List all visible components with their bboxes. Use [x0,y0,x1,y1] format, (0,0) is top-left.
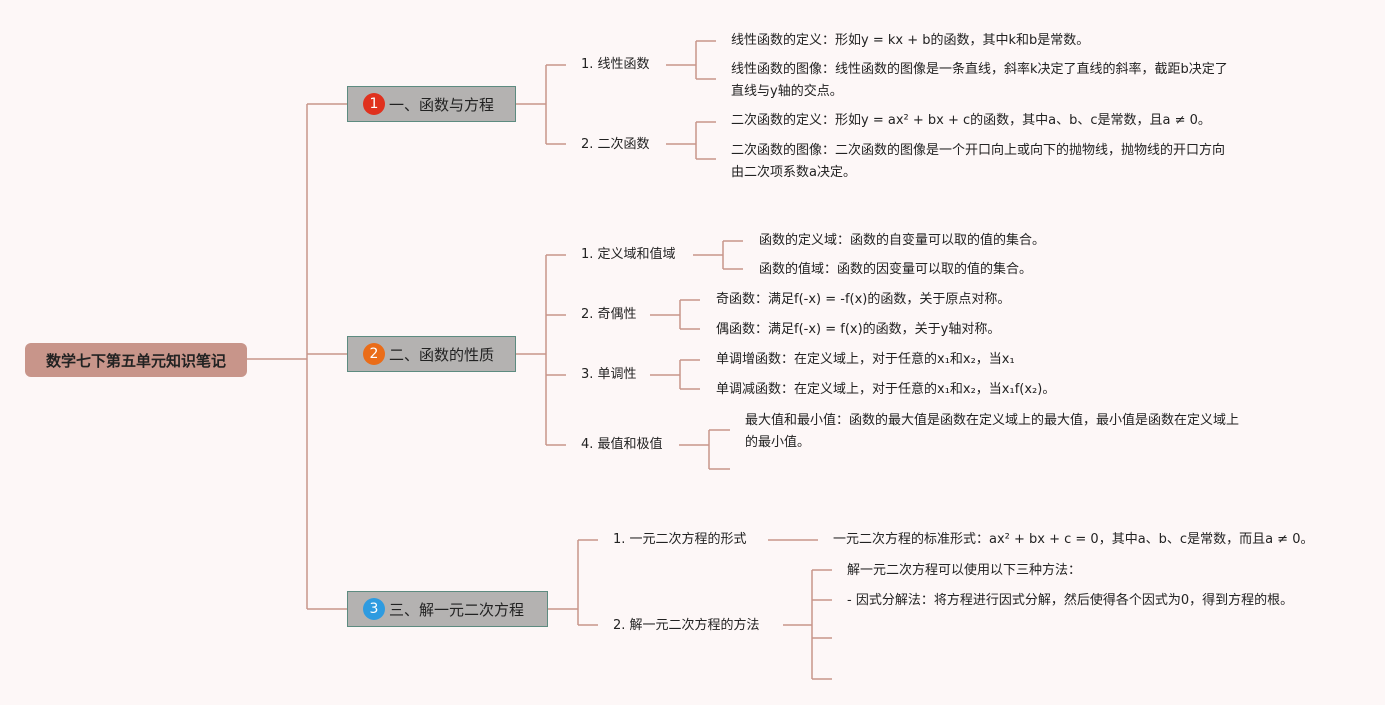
section-2-title: 二、函数的性质 [389,345,495,364]
note-range: 函数的值域：函数的因变量可以取的值的集合。 [759,262,1033,277]
note-quadratic-graph: 二次函数的图像：二次函数的图像是一个开口向上或向下的抛物线，抛物线的开口方向由二… [731,143,1226,180]
section-1-node[interactable]: 1 一、函数与方程 [347,86,516,122]
note-factoring: - 因式分解法：将方程进行因式分解，然后使得各个因式为0，得到方程的根。 [847,593,1294,608]
note-standard-form: 一元二次方程的标准形式：ax² + bx + c = 0，其中a、b、c是常数，… [833,532,1314,547]
topic-quadratic-function[interactable]: 2. 二次函数 [581,137,650,152]
note-domain: 函数的定义域：函数的自变量可以取的值的集合。 [759,233,1046,248]
section-3-title: 三、解一元二次方程 [389,600,525,619]
note-even-function: 偶函数：满足f(-x) = f(x)的函数，关于y轴对称。 [716,322,1001,337]
note-linear-graph: 线性函数的图像：线性函数的图像是一条直线，斜率k决定了直线的斜率，截距b决定了直… [731,62,1228,99]
topic-quadratic-form[interactable]: 1. 一元二次方程的形式 [613,532,747,547]
note-linear-definition: 线性函数的定义：形如y = kx + b的函数，其中k和b是常数。 [731,33,1090,48]
topic-parity[interactable]: 2. 奇偶性 [581,307,637,322]
number-badge-1: 1 [363,93,385,115]
number-badge-2: 2 [363,343,385,365]
topic-monotonicity[interactable]: 3. 单调性 [581,367,637,382]
note-methods-intro: 解一元二次方程可以使用以下三种方法： [847,563,1082,578]
number-badge-3: 3 [363,598,385,620]
root-topic[interactable]: 数学七下第五单元知识笔记 [25,343,247,377]
topic-linear-function[interactable]: 1. 线性函数 [581,57,650,72]
note-max-min: 最大值和最小值：函数的最大值是函数在定义域上的最大值，最小值是函数在定义域上的最… [745,413,1240,450]
topic-extrema[interactable]: 4. 最值和极值 [581,437,663,452]
note-quadratic-definition: 二次函数的定义：形如y = ax² + bx + c的函数，其中a、b、c是常数… [731,113,1211,128]
section-3-node[interactable]: 3 三、解一元二次方程 [347,591,548,627]
topic-domain-range[interactable]: 1. 定义域和值域 [581,247,676,262]
note-increasing: 单调增函数：在定义域上，对于任意的x₁和x₂，当x₁ [716,352,1015,367]
section-2-node[interactable]: 2 二、函数的性质 [347,336,516,372]
topic-solving-methods[interactable]: 2. 解一元二次方程的方法 [613,618,760,633]
section-1-title: 一、函数与方程 [389,95,495,114]
note-odd-function: 奇函数：满足f(-x) = -f(x)的函数，关于原点对称。 [716,292,1011,307]
note-decreasing: 单调减函数：在定义域上，对于任意的x₁和x₂，当x₁f(x₂)。 [716,382,1056,397]
